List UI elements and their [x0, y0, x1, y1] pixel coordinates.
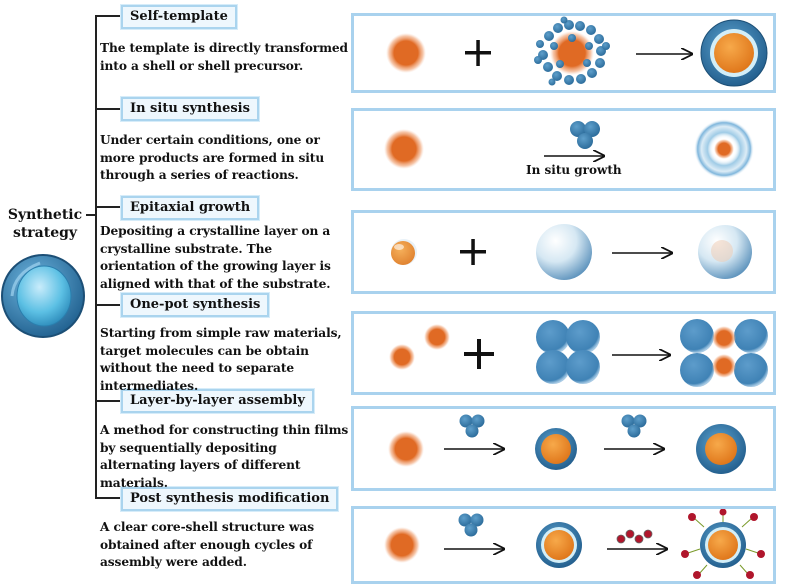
coated-particle-2	[696, 424, 746, 474]
tree-branch	[95, 206, 121, 208]
raw-material-particle	[424, 324, 450, 350]
tree-branch	[95, 15, 121, 17]
coated-particle-1	[535, 428, 577, 470]
tree-branch	[95, 497, 121, 499]
scheme-panel-epitaxial	[351, 210, 776, 294]
strategy-label-epitaxial: Epitaxial growth	[121, 196, 260, 220]
strategy-description: Starting from simple raw materials, targ…	[100, 326, 342, 393]
plus-icon	[464, 339, 494, 369]
scheme-panel-self-template	[351, 13, 776, 93]
strategy-label-in-situ: In situ synthesis	[121, 97, 259, 121]
crystalline-layer	[536, 224, 592, 280]
plus-icon	[465, 40, 491, 66]
one-pot-product	[680, 319, 768, 387]
tree-branch	[95, 400, 121, 402]
strategy-description: Depositing a crystalline layer on a crys…	[100, 224, 331, 291]
strategy-label-one-pot: One-pot synthesis	[121, 293, 270, 317]
plus-icon	[460, 239, 486, 265]
scheme-panel-post-synthesis	[351, 506, 776, 584]
tree-root-link	[86, 214, 96, 216]
template-with-precursors	[534, 16, 610, 86]
scheme-panel-layer-by-layer	[351, 406, 776, 491]
precursor-cluster	[459, 414, 485, 438]
modified-product	[681, 509, 765, 579]
strategy-label-layer-by-layer: Layer-by-layer assembly	[121, 389, 314, 413]
substrate-particle	[391, 239, 417, 265]
raw-material-cluster	[536, 320, 600, 384]
core-particle	[386, 33, 426, 73]
strategy-description: The template is directly transformed int…	[100, 41, 348, 73]
core-shell-particle	[536, 522, 582, 568]
strategy-description: A clear core-shell structure was obtaine…	[100, 520, 314, 569]
core-particle	[388, 431, 424, 467]
strategy-label-post-synthesis: Post synthesis modification	[121, 487, 339, 511]
in-situ-product	[694, 119, 754, 179]
scheme-panel-one-pot	[351, 311, 776, 395]
strategy-label-self-template: Self-template	[121, 5, 237, 29]
precursor-cluster	[621, 414, 647, 438]
scheme-panel-in-situ: In situ growth	[351, 108, 776, 191]
tree-branch	[95, 108, 121, 110]
raw-material-particle	[389, 344, 415, 370]
core-particle	[384, 527, 420, 563]
root-title: Synthetic strategy	[7, 207, 83, 241]
core-shell-sphere-icon	[1, 254, 85, 338]
tree-branch	[95, 304, 121, 306]
arrow-label: In situ growth	[526, 163, 622, 177]
precursor-cluster	[458, 513, 484, 537]
strategy-description: A method for constructing thin films by …	[100, 423, 349, 490]
core-particle	[384, 129, 424, 169]
precursor-cluster	[570, 121, 600, 149]
epitaxial-product	[698, 225, 752, 279]
modifier-molecules	[616, 529, 653, 544]
core-shell-product	[700, 19, 768, 87]
strategy-description: Under certain conditions, one or more pr…	[100, 133, 325, 182]
tree-trunk	[95, 15, 97, 498]
